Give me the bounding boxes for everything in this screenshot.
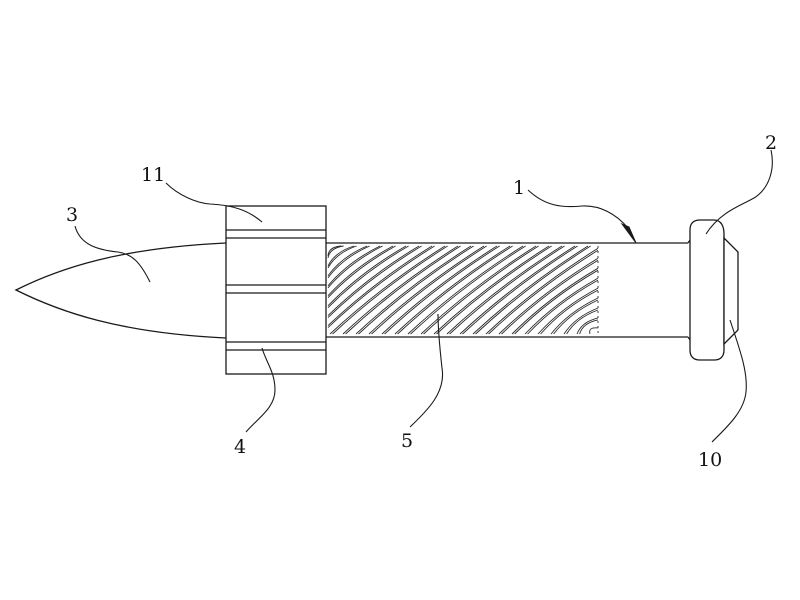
leader-2: [705, 149, 773, 235]
knurl-groove: [410, 245, 526, 335]
knurl-groove: [524, 277, 599, 335]
knurl-groove: [327, 245, 344, 258]
knurl-groove: [327, 245, 420, 316]
conical-tip: [14, 242, 227, 339]
knurl-groove: [449, 245, 565, 335]
label-11: 11: [141, 164, 165, 186]
knurl-groove: [327, 245, 368, 277]
knurl-groove: [327, 245, 394, 297]
helical-knurl: [327, 245, 599, 335]
knurl-groove: [589, 327, 599, 335]
leader-1-arrowhead: [620, 222, 637, 244]
label-4: 4: [234, 436, 246, 458]
knurl-groove: [436, 245, 552, 335]
knurl-groove: [355, 245, 472, 335]
knurl-groove: [511, 267, 599, 335]
head-flange: [689, 219, 725, 361]
knurl-groove: [327, 245, 370, 279]
leader-3: [74, 225, 151, 283]
knurl-groove: [485, 247, 599, 335]
leader-11: [165, 182, 263, 223]
knurl-groove: [384, 245, 500, 335]
knurl-groove: [462, 245, 578, 335]
knurl-groove: [550, 297, 599, 335]
knurl-groove: [327, 245, 435, 328]
knurl-groove: [446, 245, 563, 335]
knurl-groove: [327, 245, 396, 299]
knurl-groove: [433, 245, 550, 335]
washer-body: [225, 205, 327, 375]
label-3: 3: [66, 204, 78, 226]
knurl-groove: [407, 245, 524, 335]
knurl-groove: [358, 245, 474, 335]
knurl-groove: [566, 309, 599, 335]
reference-numerals: 3 11 4 5 1 2 10: [66, 132, 777, 471]
head-chamfer: [723, 236, 739, 346]
leader-1: [527, 189, 629, 229]
knurl-groove: [327, 245, 355, 267]
knurl-groove: [342, 245, 459, 335]
knurl-groove: [498, 257, 599, 335]
head: [687, 219, 739, 361]
leader-10: [711, 319, 747, 443]
knurl-groove: [514, 269, 599, 335]
knurl-groove: [394, 245, 511, 335]
knurl-groove: [327, 245, 342, 256]
knurl-groove: [420, 245, 537, 335]
knurl-groove: [381, 245, 498, 335]
knurl-groove: [501, 259, 599, 335]
knurl-groove: [327, 245, 357, 269]
knurl-groove: [368, 245, 485, 335]
knurl-groove: [459, 245, 576, 335]
knurl-groove: [537, 287, 599, 335]
knurl-groove: [327, 245, 422, 318]
label-5: 5: [401, 430, 413, 452]
knurl-groove: [563, 307, 599, 335]
label-2: 2: [765, 132, 777, 154]
knurl-groove: [329, 245, 446, 335]
washer: [225, 205, 327, 375]
knurl-groove: [371, 245, 487, 335]
knurl-groove: [327, 245, 409, 309]
knurl-groove: [540, 289, 599, 335]
knurl-groove: [472, 245, 589, 335]
knurl-groove: [553, 299, 599, 335]
knurl-groove: [423, 245, 539, 335]
knurl-groove: [475, 245, 591, 335]
knurl-groove: [327, 245, 407, 307]
knurl-groove: [327, 245, 381, 287]
leader-4: [245, 347, 276, 433]
knurl-groove: [327, 245, 383, 289]
knurl-groove: [488, 249, 599, 335]
leader-5: [409, 313, 444, 428]
knurl-groove: [576, 317, 599, 335]
knurl-groove: [397, 245, 513, 335]
knurl-groove: [332, 245, 448, 335]
shank: [326, 242, 688, 338]
knurl-groove: [345, 245, 461, 335]
knurl-groove: [527, 279, 599, 335]
label-1: 1: [513, 177, 525, 199]
knurl-groove: [579, 319, 599, 335]
label-10: 10: [698, 449, 722, 471]
knurl-groove: [327, 245, 433, 326]
leader-lines: [74, 149, 773, 443]
